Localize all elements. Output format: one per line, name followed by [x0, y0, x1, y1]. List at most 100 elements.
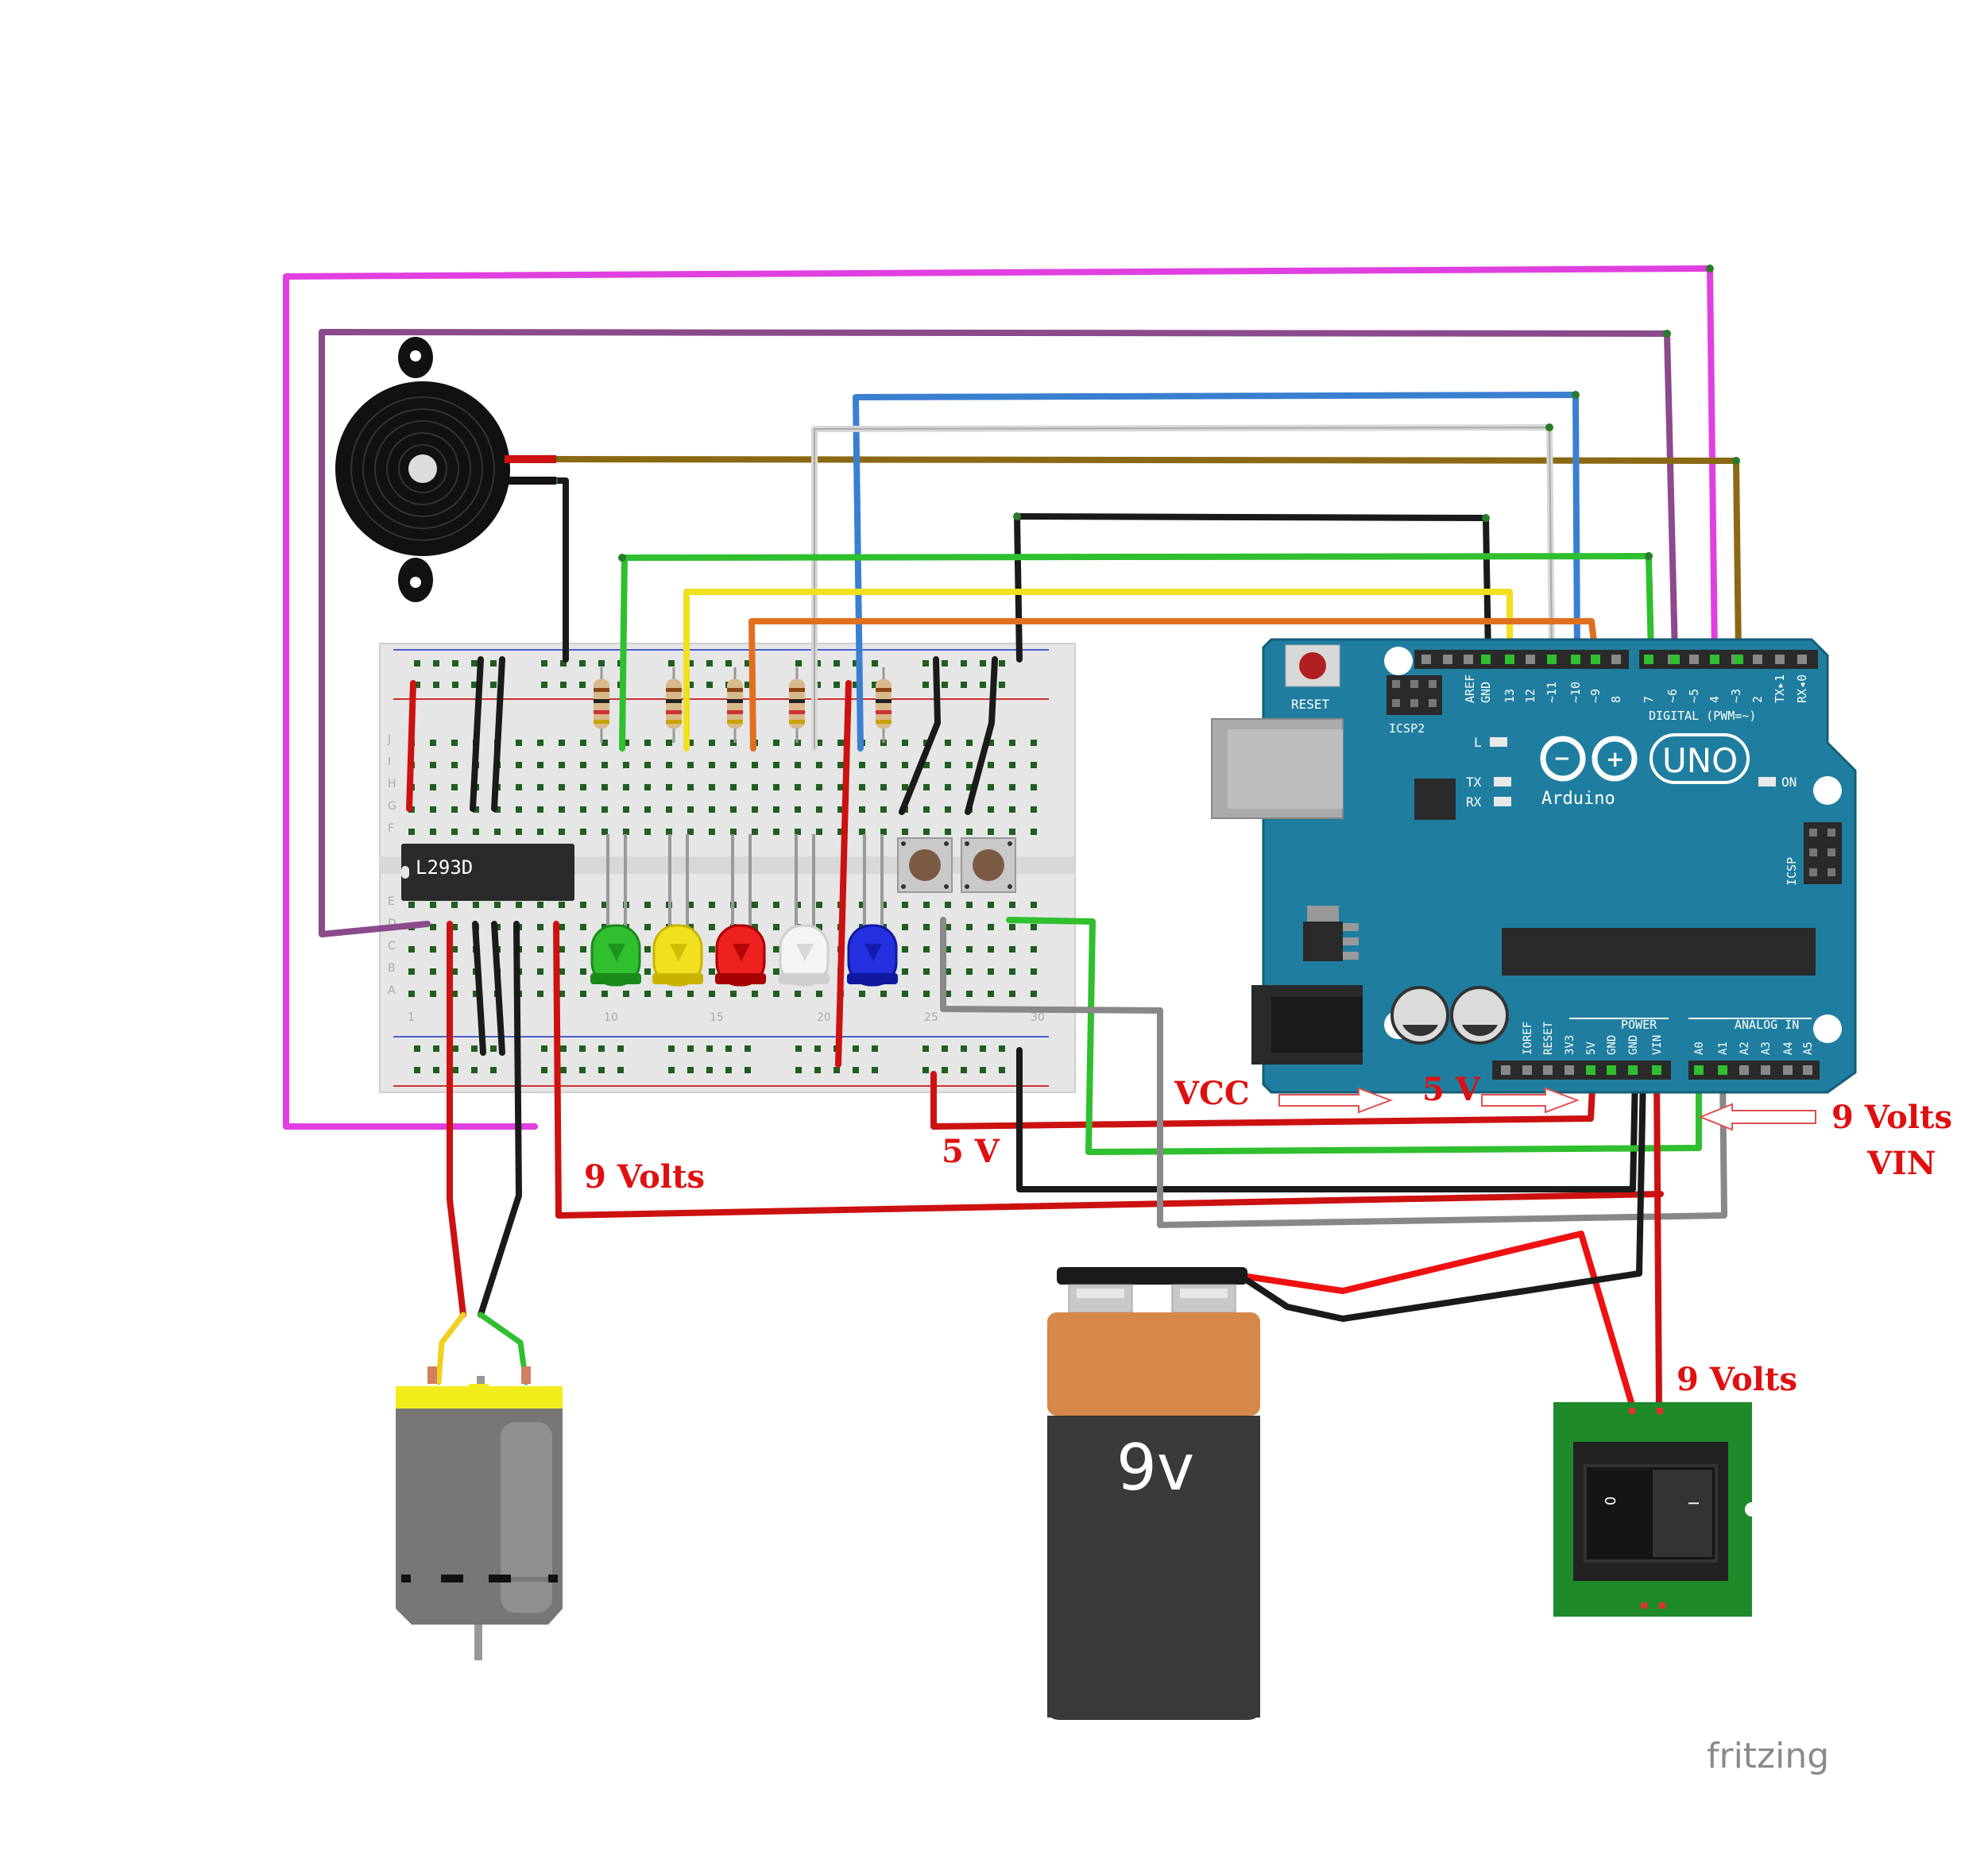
- analog-pin-label: A4: [1782, 1041, 1795, 1055]
- breadboard-row-labels: J I H G F E D C B A: [387, 733, 396, 997]
- digital-pin-label: 7: [1642, 696, 1656, 703]
- row-label-j: J: [387, 733, 391, 746]
- tx-label: TX: [1466, 775, 1482, 790]
- ic-label: L293D: [416, 856, 473, 879]
- reset-label: RESET: [1291, 697, 1330, 712]
- annotation-9v-vin-2: VIN: [1866, 1145, 1936, 1182]
- digital-pin-label: GND: [1479, 682, 1493, 703]
- fritzing-watermark: fritzing: [1707, 1736, 1829, 1776]
- col-label-30: 30: [1031, 1011, 1045, 1024]
- resistor-4: [789, 667, 805, 743]
- aref-label: AREF: [1463, 674, 1477, 703]
- analog-pin-label: A3: [1760, 1041, 1773, 1055]
- wire-blue: [853, 392, 1580, 752]
- rx-label: RX: [1466, 794, 1482, 810]
- battery-label: 9v: [1116, 1431, 1194, 1505]
- power-pin-label: GND: [1627, 1035, 1640, 1055]
- digital-pin-label: ~5: [1687, 689, 1701, 703]
- digital-pin-label: 2: [1750, 696, 1765, 703]
- l293d-chip: L293D: [401, 844, 574, 901]
- annotation-9v-switch: 9 Volts: [1677, 1361, 1797, 1398]
- svg-text:+: +: [1606, 746, 1624, 772]
- power-pin-label: 3V3: [1564, 1035, 1576, 1055]
- led-3: [715, 834, 766, 987]
- wire-motor-black: [478, 921, 522, 1318]
- row-label-h: H: [388, 778, 396, 790]
- power-pin-label: 5V: [1585, 1041, 1598, 1055]
- power-pin-label: RESET: [1542, 1021, 1555, 1055]
- power-header-label: POWER: [1621, 1018, 1657, 1032]
- rocker-switch: 0 I: [1553, 1402, 1759, 1617]
- wire-green-top: [619, 553, 1654, 752]
- annotation-arrows: [1278, 1087, 1816, 1131]
- col-label-15: 15: [710, 1011, 724, 1024]
- resistor-3: [727, 667, 743, 743]
- led-l-label: L: [1474, 735, 1482, 750]
- row-label-f: F: [388, 822, 394, 835]
- push-button-1: [897, 837, 953, 893]
- resistor-2: [666, 667, 682, 743]
- on-label: ON: [1781, 775, 1797, 790]
- col-label-20: 20: [817, 1011, 831, 1024]
- push-buttons: [897, 837, 1016, 893]
- digital-pin-label: ~11: [1545, 682, 1559, 703]
- switch-on-label: I: [1686, 1501, 1703, 1505]
- dc-motor: [396, 1366, 563, 1660]
- wire-gray-a1: [940, 917, 1727, 1228]
- svg-text:−: −: [1553, 747, 1571, 771]
- wire-black-top: [1014, 513, 1491, 663]
- push-button-2: [961, 837, 1016, 893]
- digital-pin-label: 12: [1523, 689, 1537, 703]
- wire-5v-red: [930, 1071, 1596, 1130]
- arduino-logo: [1540, 736, 1638, 782]
- wire-motor-red: [447, 921, 466, 1318]
- icsp-label: ICSP: [1785, 857, 1799, 886]
- battery-9v: 9v: [1047, 1267, 1260, 1720]
- row-label-g: G: [388, 800, 396, 813]
- wire-buzzer-black: [551, 477, 569, 663]
- wire-vin-red: [1653, 1071, 1662, 1411]
- digital-pin-label: 13: [1503, 689, 1517, 703]
- annotation-5v-left: 5 V: [942, 1133, 1000, 1170]
- row-label-i: I: [388, 755, 391, 768]
- resistor-5: [876, 667, 892, 743]
- col-label-1: 1: [408, 1011, 415, 1024]
- led-1: [590, 834, 641, 987]
- resistor-1: [594, 667, 609, 743]
- switch-off-label: 0: [1603, 1497, 1619, 1505]
- power-pin-label: IOREF: [1522, 1022, 1534, 1055]
- annotation-9v-vin-1: 9 Volts: [1831, 1099, 1952, 1136]
- digital-pin-label: 4: [1708, 696, 1722, 703]
- digital-pin-label: ~3: [1729, 689, 1743, 703]
- power-pin-label: GND: [1606, 1035, 1619, 1055]
- analog-pin-label: A5: [1802, 1041, 1815, 1055]
- row-label-d: D: [388, 918, 396, 930]
- annotation-vcc: VCC: [1174, 1075, 1250, 1112]
- analog-pin-label: A0: [1693, 1041, 1706, 1055]
- wire-magenta: [283, 265, 1718, 1130]
- wire-gnd-black: [1016, 1047, 1638, 1192]
- digital-pin-label: TX▸1: [1773, 674, 1787, 703]
- digital-pin-label: ~6: [1665, 689, 1680, 703]
- digital-pin-label: RX◂0: [1795, 674, 1809, 703]
- analog-pin-label: A1: [1717, 1041, 1730, 1055]
- wire-purple: [319, 329, 1678, 937]
- brand-label: Arduino: [1541, 789, 1615, 809]
- col-label-10: 10: [604, 1011, 618, 1024]
- row-label-e: E: [388, 895, 395, 908]
- row-label-c: C: [388, 940, 396, 953]
- wire-battery-black: [1244, 1071, 1646, 1322]
- wire-battery-red: [1244, 1231, 1636, 1411]
- col-label-25: 25: [924, 1011, 938, 1024]
- leds: [590, 834, 898, 987]
- row-label-a: A: [388, 984, 396, 997]
- led-5: [847, 834, 898, 987]
- model-label: UNO: [1662, 741, 1738, 780]
- wire-green-a0: [1006, 917, 1702, 1155]
- wires: [283, 265, 1742, 1411]
- annotation-5v-top: 5 V: [1422, 1071, 1481, 1108]
- power-header: [1501, 1065, 1812, 1075]
- wire-9v-red: [553, 921, 1664, 1219]
